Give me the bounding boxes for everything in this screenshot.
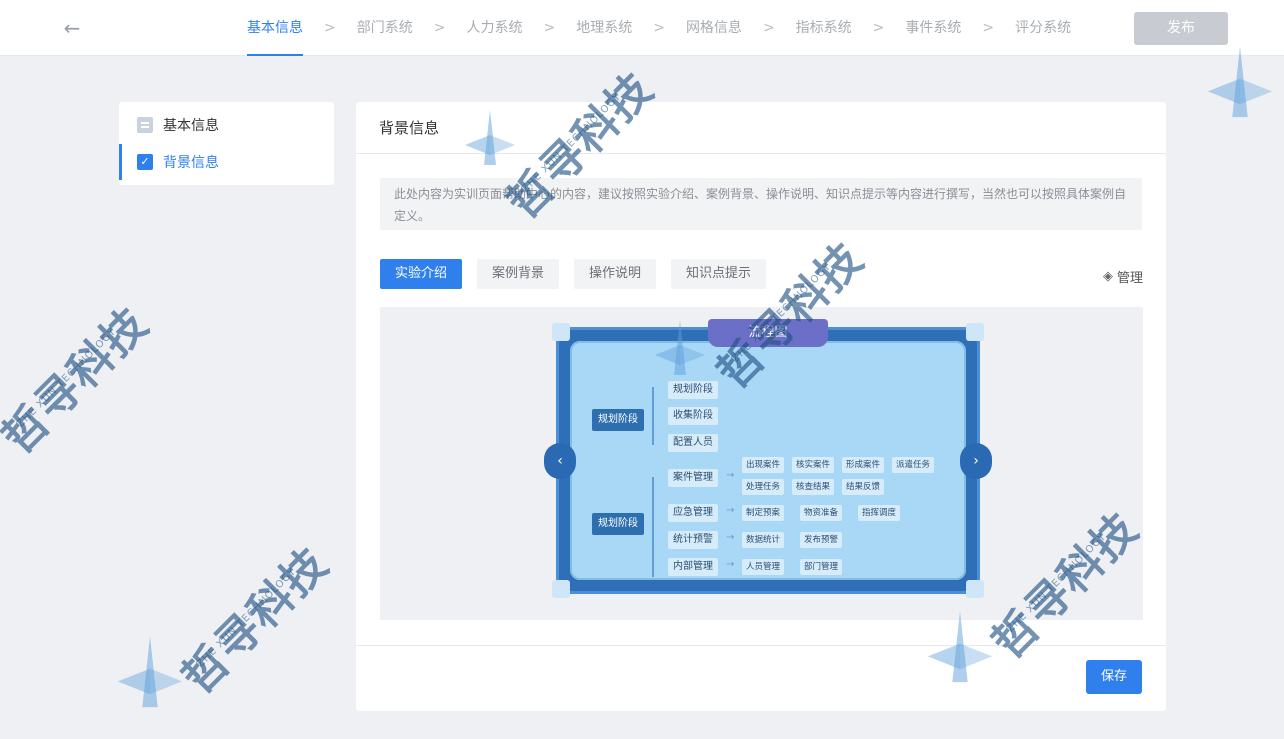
tab-experiment-intro[interactable]: 实验介绍	[380, 259, 463, 289]
watermark-text: 哲寻科技	[172, 537, 339, 704]
flow-arrow: →	[726, 532, 735, 543]
flow-item: 处理任务	[742, 479, 785, 495]
panel-title: 背景信息	[356, 102, 1166, 154]
flowchart-canvas: 规划阶段 规划阶段 收集阶段 配置人员 规划阶段 案件管理 → 出现案件 核实案…	[570, 341, 966, 580]
step-hr-system[interactable]: 人力系统	[466, 20, 523, 36]
step-separator: >	[543, 20, 556, 36]
flowchart-title: 流程图	[708, 319, 828, 347]
flow-item: 派遣任务	[892, 457, 935, 473]
flow-group: 案件管理	[668, 469, 718, 487]
flow-item: 数据统计	[742, 532, 785, 548]
flow-arrow: →	[726, 505, 735, 516]
layers-icon: ◈	[1102, 269, 1113, 284]
step-scoring-system[interactable]: 评分系统	[1015, 20, 1072, 36]
chevron-right-icon[interactable]: ›	[960, 443, 992, 479]
flow-bracket	[652, 477, 654, 577]
top-bar: ← 基本信息 > 部门系统 > 人力系统 > 地理系统 > 网格信息 > 指标系…	[0, 0, 1284, 56]
flow-step: 规划阶段	[668, 381, 718, 399]
flow-item: 形成案件	[842, 457, 885, 473]
flow-item: 人员管理	[742, 559, 785, 575]
step-separator: >	[324, 20, 336, 36]
tab-case-background[interactable]: 案例背景	[477, 259, 560, 289]
watermark-subtext: ZHE XUN TECHNOLOGY	[15, 326, 119, 430]
panel-footer-divider	[356, 645, 1166, 646]
watermark-text: 哲寻科技	[0, 297, 159, 464]
frame-corner	[552, 323, 570, 341]
document-icon	[137, 117, 153, 133]
step-geo-system[interactable]: 地理系统	[576, 20, 633, 36]
flow-item: 结果反馈	[842, 479, 885, 495]
step-separator: >	[653, 20, 665, 36]
checkbox-icon: ✓	[137, 154, 153, 170]
flow-stage: 规划阶段	[592, 409, 644, 431]
flow-item: 出现案件	[742, 457, 785, 473]
step-separator: >	[762, 20, 775, 36]
frame-corner	[966, 580, 984, 598]
flow-step: 收集阶段	[668, 407, 718, 425]
sidebar: 基本信息 ✓ 背景信息	[119, 102, 334, 185]
flow-group: 内部管理	[668, 558, 718, 576]
content-tabs: 实验介绍 案例背景 操作说明 知识点提示	[380, 259, 781, 289]
watermark: 哲寻科技 ZHE XUN TECHNOLOGY	[110, 530, 339, 730]
flow-group: 应急管理	[668, 504, 718, 522]
manage-button[interactable]: ◈ 管理	[1103, 267, 1143, 286]
tab-operation-guide[interactable]: 操作说明	[574, 259, 657, 289]
flow-item: 物资准备	[800, 505, 843, 521]
step-basic-info[interactable]: 基本信息	[240, 0, 310, 56]
chevron-left-icon[interactable]: ‹	[544, 443, 576, 479]
flow-step: 配置人员	[668, 434, 718, 452]
flow-item: 发布预警	[800, 532, 843, 548]
watermark-subtext: ZHE XUN TECHNOLOGY	[195, 566, 299, 670]
flow-arrow: →	[726, 559, 735, 570]
watermark: 哲寻科技 ZHE XUN TECHNOLOGY	[0, 298, 159, 464]
flow-group: 统计预警	[668, 531, 718, 549]
step-event-system[interactable]: 事件系统	[905, 20, 962, 36]
flow-item: 制定预案	[742, 505, 785, 521]
sidebar-item-basic-info[interactable]: 基本信息	[119, 107, 334, 143]
flow-item: 指挥调度	[858, 505, 901, 521]
flow-arrow: →	[726, 470, 735, 481]
sidebar-item-label: 基本信息	[163, 118, 219, 134]
manage-label: 管理	[1116, 271, 1143, 286]
step-department-system[interactable]: 部门系统	[356, 20, 413, 36]
content-preview: 规划阶段 规划阶段 收集阶段 配置人员 规划阶段 案件管理 → 出现案件 核实案…	[380, 307, 1143, 620]
publish-button[interactable]: 发布	[1134, 12, 1228, 45]
flowchart-image: 规划阶段 规划阶段 收集阶段 配置人员 规划阶段 案件管理 → 出现案件 核实案…	[544, 319, 992, 598]
frame-corner	[552, 580, 570, 598]
step-grid-info[interactable]: 网格信息	[685, 20, 742, 36]
flow-item: 核查结果	[792, 479, 835, 495]
step-separator: >	[433, 20, 446, 36]
tab-knowledge-tips[interactable]: 知识点提示	[671, 259, 767, 289]
step-indicator-system[interactable]: 指标系统	[795, 20, 852, 36]
sidebar-item-background-info[interactable]: ✓ 背景信息	[119, 144, 334, 180]
flow-bracket	[652, 387, 654, 445]
main-panel: 背景信息 此处内容为实训页面帮助中心的内容，建议按照实验介绍、案例背景、操作说明…	[356, 102, 1166, 711]
step-separator: >	[872, 20, 885, 36]
step-nav: 基本信息 > 部门系统 > 人力系统 > 地理系统 > 网格信息 > 指标系统 …	[240, 0, 1078, 56]
flow-item: 核实案件	[792, 457, 835, 473]
hint-text: 此处内容为实训页面帮助中心的内容，建议按照实验介绍、案例背景、操作说明、知识点提…	[380, 178, 1142, 230]
watermark-logo-icon	[117, 636, 183, 708]
frame-corner	[966, 323, 984, 341]
sidebar-item-label: 背景信息	[163, 155, 219, 171]
flow-item: 部门管理	[800, 559, 843, 575]
flow-stage: 规划阶段	[592, 513, 644, 535]
arrow-left-icon[interactable]: ←	[63, 16, 81, 40]
save-button[interactable]: 保存	[1086, 660, 1142, 694]
step-separator: >	[982, 20, 995, 36]
